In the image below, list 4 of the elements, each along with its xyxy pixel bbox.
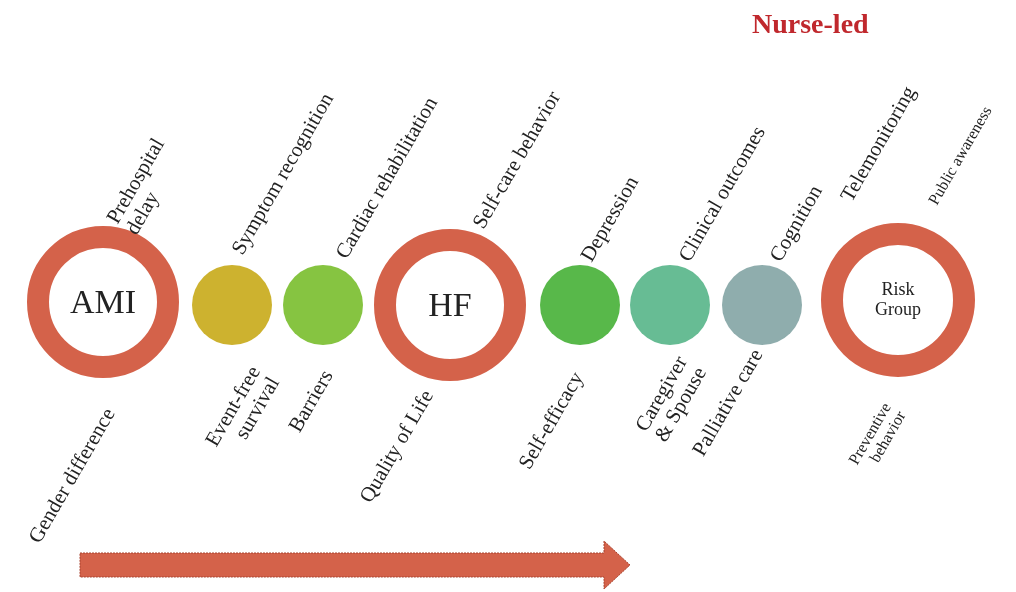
- node-label: AMI: [69, 283, 137, 321]
- node-label: HF: [428, 286, 472, 324]
- node-label: Risk Group: [874, 280, 922, 320]
- title: Nurse-led: [752, 8, 869, 40]
